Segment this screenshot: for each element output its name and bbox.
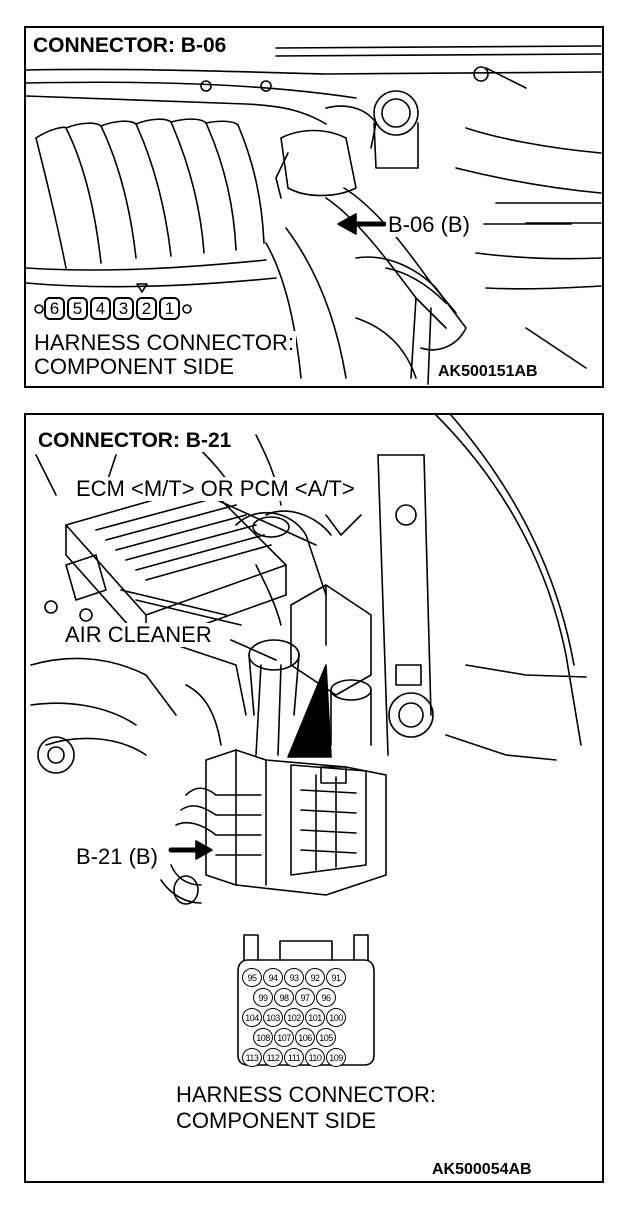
- pin: 98: [274, 988, 294, 1007]
- ecm-label: ECM <M/T> OR PCM <A/T>: [74, 476, 357, 501]
- figure-code: AK500054AB: [430, 1161, 534, 1179]
- pin: 103: [263, 1008, 283, 1027]
- pin: 6: [44, 297, 65, 320]
- pin: 111: [284, 1048, 304, 1067]
- pin: 105: [316, 1028, 336, 1047]
- connector-latch-icon: [34, 303, 44, 314]
- connector-b06-panel: CONNECTOR: B-06 B-06 (B) 6 5 4 3 2 1 HAR…: [24, 26, 604, 388]
- pin-row: 95 94 93 92 91: [242, 968, 370, 987]
- figure-code: AK500151AB: [436, 363, 540, 381]
- connector-callout: B-21 (B): [74, 844, 160, 869]
- pin: 101: [305, 1008, 325, 1027]
- harness-label-line1: HARNESS CONNECTOR:: [32, 330, 296, 355]
- pin: 92: [305, 968, 325, 987]
- pin: 97: [295, 988, 315, 1007]
- pin: 104: [242, 1008, 262, 1027]
- pin: 5: [67, 297, 88, 320]
- pin: 100: [326, 1008, 346, 1027]
- pin: 95: [242, 968, 262, 987]
- harness-label-line2: COMPONENT SIDE: [174, 1108, 379, 1133]
- pin: 102: [284, 1008, 304, 1027]
- connector-title: CONNECTOR: B-21: [35, 429, 235, 452]
- pin: 109: [326, 1048, 346, 1067]
- connector-callout: B-06 (B): [386, 212, 472, 237]
- pin: 112: [263, 1048, 283, 1067]
- pin: 113: [242, 1048, 262, 1067]
- engine-bay-illustration: [26, 45, 602, 385]
- pin: 4: [90, 297, 111, 320]
- connector-b21-panel: CONNECTOR: B-21 ECM <M/T> OR PCM <A/T> A…: [24, 413, 604, 1183]
- pin: 3: [113, 297, 134, 320]
- pin: 2: [136, 297, 157, 320]
- pin-row: 108 107 106 105: [253, 1028, 381, 1047]
- pin: 1: [159, 297, 180, 320]
- pin-row: 113 112 111 110 109: [242, 1048, 370, 1067]
- pin-row: 99 98 97 96: [253, 988, 381, 1007]
- harness-label-line1: HARNESS CONNECTOR:: [174, 1082, 438, 1107]
- pin: 107: [274, 1028, 294, 1047]
- pin-row: 104 103 102 101 100: [242, 1008, 370, 1027]
- pin: 110: [305, 1048, 325, 1067]
- pin: 106: [295, 1028, 315, 1047]
- air-cleaner-label: AIR CLEANER: [63, 622, 214, 647]
- pin: 96: [316, 988, 336, 1007]
- connector-pin-row: 6 5 4 3 2 1: [34, 297, 192, 320]
- pin: 94: [263, 968, 283, 987]
- harness-label-line2: COMPONENT SIDE: [32, 354, 237, 379]
- pin: 93: [284, 968, 304, 987]
- connector-pin-grid: 95 94 93 92 91 99 98 97 96 104 103 102 1…: [242, 968, 370, 1067]
- pin: 108: [253, 1028, 273, 1047]
- connector-title: CONNECTOR: B-06: [30, 34, 230, 57]
- connector-latch-icon: [182, 303, 192, 314]
- pin: 99: [253, 988, 273, 1007]
- pin: 91: [326, 968, 346, 987]
